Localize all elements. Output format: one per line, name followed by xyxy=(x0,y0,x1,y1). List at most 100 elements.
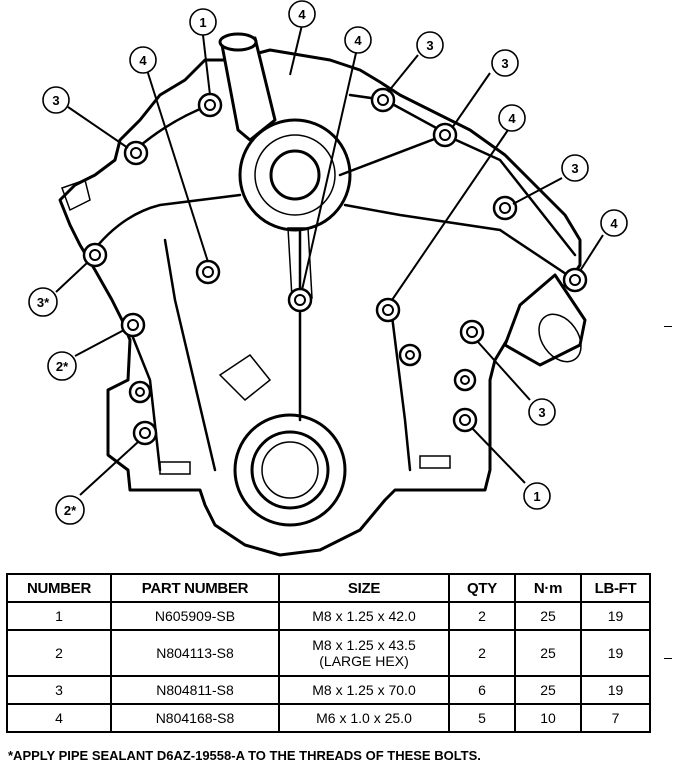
pump-inlet-opening xyxy=(218,32,258,52)
svg-text:3: 3 xyxy=(571,161,578,176)
cell-size: M8 x 1.25 x 42.0 xyxy=(278,601,450,631)
cell-size: M8 x 1.25 x 43.5 (LARGE HEX) xyxy=(278,629,450,677)
cell-number: 1 xyxy=(6,601,112,631)
bolt-specification-table: NUMBER PART NUMBER SIZE QTY N·m LB-FT 1 … xyxy=(6,573,651,733)
svg-text:2*: 2* xyxy=(56,359,69,374)
leader-lines xyxy=(55,24,604,496)
bolt-hole xyxy=(453,368,477,392)
outlet-opening xyxy=(538,313,582,363)
header-lbft: LB-FT xyxy=(580,573,651,603)
table-row: 2 N804113-S8 M8 x 1.25 x 43.5 (LARGE HEX… xyxy=(6,629,651,677)
bolt-hole xyxy=(195,259,221,285)
callout: 3 xyxy=(416,31,444,59)
cell-lbft: 19 xyxy=(580,675,651,705)
svg-text:1: 1 xyxy=(533,489,540,504)
bolt-hole xyxy=(432,122,458,148)
callout: 1 xyxy=(189,8,217,36)
callout: 4 xyxy=(288,0,316,28)
engine-front-cover-diagram: 1 4 4 3 3 3 4 4 3 4 3* 2* 3 2* 1 xyxy=(28,0,628,557)
cell-part-number: N804168-S8 xyxy=(110,703,280,733)
callout: 3 xyxy=(42,86,70,114)
svg-text:2*: 2* xyxy=(64,503,77,518)
right-coolant-outlet xyxy=(503,273,587,367)
header-part-number: PART NUMBER xyxy=(110,573,280,603)
header-number: NUMBER xyxy=(6,573,112,603)
water-pump-inner-ring xyxy=(254,134,336,216)
cell-number: 3 xyxy=(6,675,112,705)
bolt-hole xyxy=(132,420,158,446)
left-ear-detail xyxy=(61,179,91,212)
callout: 3 xyxy=(561,154,589,182)
lower-left-tab xyxy=(159,461,191,475)
rib-lower-left xyxy=(128,328,162,472)
cell-part-number: N804113-S8 xyxy=(110,629,280,677)
callout: 4 xyxy=(600,209,628,237)
svg-text:4: 4 xyxy=(508,111,516,126)
callout: 4 xyxy=(344,26,372,54)
svg-text:4: 4 xyxy=(354,33,362,48)
header-nm: N·m xyxy=(514,573,582,603)
crankshaft-seal-inner xyxy=(261,441,319,499)
cell-lbft: 19 xyxy=(580,629,651,677)
bolt-hole xyxy=(128,380,152,404)
header-qty: QTY xyxy=(448,573,516,603)
table-header-row: NUMBER PART NUMBER SIZE QTY N·m LB-FT xyxy=(6,573,651,603)
bolt-holes xyxy=(82,87,588,446)
bolt-hole xyxy=(120,312,146,338)
callout: 2* xyxy=(55,495,85,525)
cell-nm: 25 xyxy=(514,601,582,631)
bolt-hole xyxy=(562,267,588,293)
bolt-hole xyxy=(452,407,478,433)
cell-nm: 25 xyxy=(514,629,582,677)
bolt-hole xyxy=(459,319,485,345)
cell-part-number: N605909-SB xyxy=(110,601,280,631)
svg-text:3*: 3* xyxy=(37,295,50,310)
svg-text:4: 4 xyxy=(610,216,618,231)
table-row: 1 N605909-SB M8 x 1.25 x 42.0 2 25 19 xyxy=(6,601,651,631)
cell-lbft: 7 xyxy=(580,703,651,733)
bolt-hole xyxy=(375,297,401,323)
cell-size: M6 x 1.0 x 25.0 xyxy=(278,703,450,733)
svg-text:4: 4 xyxy=(298,7,306,22)
callout: 3 xyxy=(528,398,556,426)
cell-qty: 2 xyxy=(448,629,516,677)
table-row: 3 N804811-S8 M8 x 1.25 x 70.0 6 25 19 xyxy=(6,675,651,705)
rib-lower-right xyxy=(388,298,412,472)
cell-size: M8 x 1.25 x 70.0 xyxy=(278,675,450,705)
cell-qty: 6 xyxy=(448,675,516,705)
svg-text:3: 3 xyxy=(538,405,545,420)
bolt-hole xyxy=(197,92,223,118)
cell-qty: 5 xyxy=(448,703,516,733)
diamond-boss xyxy=(218,353,272,402)
cell-number: 2 xyxy=(6,629,112,677)
svg-text:3: 3 xyxy=(52,93,59,108)
rib-upper-right xyxy=(338,133,577,257)
cell-size-line2: (LARGE HEX) xyxy=(319,653,409,669)
callout: 2* xyxy=(47,351,77,381)
front-cover-outline xyxy=(58,48,582,557)
bolt-hole xyxy=(123,140,149,166)
bolt-hole xyxy=(492,195,518,221)
table-row: 4 N804168-S8 M6 x 1.0 x 25.0 5 10 7 xyxy=(6,703,651,733)
rib-left-vertical xyxy=(163,238,217,472)
cell-qty: 2 xyxy=(448,601,516,631)
margin-tick xyxy=(664,326,672,327)
callout: 3 xyxy=(491,49,519,77)
callout: 4 xyxy=(129,46,157,74)
cell-nm: 25 xyxy=(514,675,582,705)
callout: 4 xyxy=(498,104,526,132)
margin-tick xyxy=(664,658,672,659)
cell-part-number: N804811-S8 xyxy=(110,675,280,705)
callout: 1 xyxy=(523,482,551,510)
rib-center-right xyxy=(343,203,577,282)
lower-right-tab xyxy=(419,455,451,469)
svg-text:1: 1 xyxy=(199,15,206,30)
svg-text:3: 3 xyxy=(426,38,433,53)
cell-size-line1: M8 x 1.25 x 43.5 xyxy=(312,637,416,653)
cell-number: 4 xyxy=(6,703,112,733)
crankshaft-seal xyxy=(250,430,330,510)
sealant-footnote: *APPLY PIPE SEALANT D6AZ-19558-A TO THE … xyxy=(8,748,481,763)
svg-text:4: 4 xyxy=(139,53,147,68)
callout: 3* xyxy=(28,287,58,317)
bolt-hole xyxy=(370,87,396,113)
